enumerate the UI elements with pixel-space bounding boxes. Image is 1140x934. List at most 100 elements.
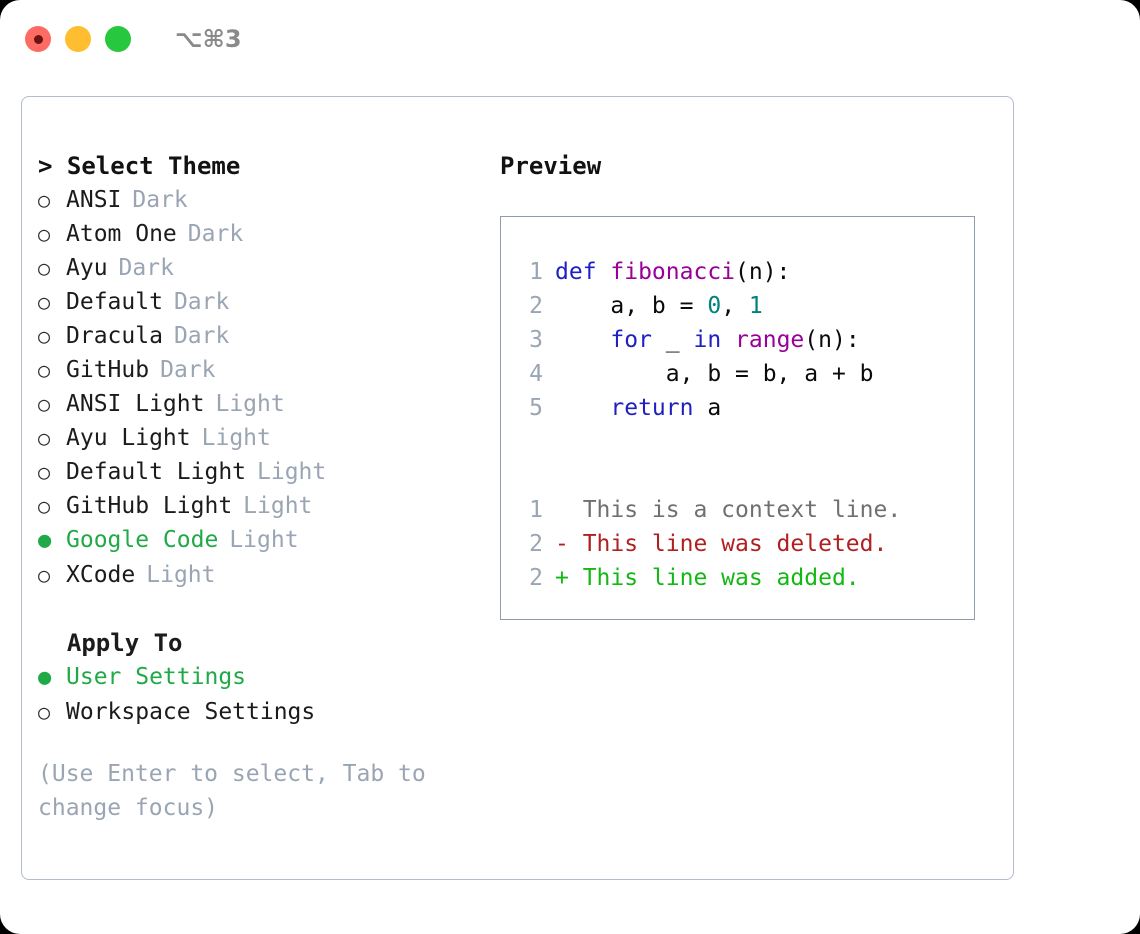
theme-option-label: ANSI — [66, 187, 122, 213]
theme-option-label: Atom One — [66, 221, 177, 247]
theme-option-ayu[interactable]: ○ Ayu Dark — [38, 251, 468, 285]
diff-line-text: - This line was deleted. — [555, 531, 888, 557]
line-number: 2 — [529, 293, 543, 319]
theme-option-github-light[interactable]: ○ GitHub Light Light — [38, 489, 468, 523]
theme-option-label: GitHub Light — [66, 493, 233, 519]
code-token-plain — [555, 395, 610, 421]
theme-option-tag: Dark — [173, 289, 230, 315]
theme-option-tag: Light — [243, 493, 313, 519]
theme-option-dracula[interactable]: ○ Dracula Dark — [38, 319, 468, 353]
line-number: 4 — [529, 361, 543, 387]
keyboard-shortcut-label: ⌥⌘3 — [175, 25, 242, 53]
theme-option-ansi[interactable]: ○ ANSI Dark — [38, 183, 468, 217]
code-token-keyword: for — [610, 327, 652, 353]
apply-to-heading: Apply To — [38, 629, 183, 657]
traffic-lights — [25, 26, 131, 52]
diff-line-text: This is a context line. — [555, 497, 902, 523]
apply-option-workspace-settings[interactable]: ○ Workspace Settings — [38, 695, 468, 729]
radio-unselected-icon: ○ — [38, 426, 51, 450]
theme-option-github[interactable]: ○ GitHub Dark — [38, 353, 468, 387]
theme-option-xcode[interactable]: ○ XCode Light — [38, 558, 468, 592]
line-number: 1 — [529, 497, 543, 523]
code-token-plain: a — [693, 395, 722, 421]
content-panel: > Select Theme ○ ANSI Dark ○ Atom One Da… — [21, 96, 1014, 880]
code-line: 5 return a — [515, 391, 974, 425]
code-line: 1 def fibonacci(n): — [515, 255, 974, 289]
theme-option-label: Dracula — [66, 323, 163, 349]
theme-option-tag: Dark — [132, 187, 188, 213]
theme-option-label: GitHub — [66, 357, 150, 383]
theme-option-label: Google Code — [66, 527, 219, 553]
code-token-plain — [721, 327, 735, 353]
code-line: 3 for _ in range(n): — [515, 323, 974, 357]
apply-option-label: User Settings — [66, 664, 247, 690]
radio-unselected-icon: ○ — [38, 358, 51, 382]
code-token-plain: _ — [651, 327, 694, 353]
code-token-function: fibonacci — [610, 259, 736, 285]
line-number: 2 — [529, 531, 543, 557]
preview-column: Preview 1 def fibonacci(n): 2 a, b = 0, … — [500, 149, 990, 620]
theme-option-default-light[interactable]: ○ Default Light Light — [38, 455, 468, 489]
theme-option-tag: Light — [257, 459, 327, 485]
theme-option-ayu-light[interactable]: ○ Ayu Light Light — [38, 421, 468, 455]
radio-unselected-icon: ○ — [38, 700, 51, 724]
radio-unselected-icon: ○ — [38, 188, 51, 212]
theme-option-label: XCode — [66, 562, 136, 588]
theme-option-tag: Light — [201, 425, 271, 451]
code-line: 2 a, b = 0, 1 — [515, 289, 974, 323]
theme-option-label: ANSI Light — [66, 391, 205, 417]
apply-option-label: Workspace Settings — [66, 699, 316, 725]
preview-heading: Preview — [500, 152, 602, 180]
theme-selector-column: > Select Theme ○ ANSI Dark ○ Atom One Da… — [38, 149, 468, 729]
minimize-button[interactable] — [65, 26, 91, 52]
close-button[interactable] — [25, 26, 51, 52]
radio-unselected-icon: ○ — [38, 460, 51, 484]
theme-option-list: ○ ANSI Dark ○ Atom One Dark ○ Ayu Dark — [38, 183, 468, 592]
code-blank-line — [515, 459, 974, 493]
radio-selected-icon: ● — [38, 665, 52, 690]
diff-line-text: + This line was added. — [555, 565, 860, 591]
radio-unselected-icon: ○ — [38, 324, 51, 348]
line-number: 5 — [529, 395, 543, 421]
list-spacer — [38, 592, 468, 626]
radio-unselected-icon: ○ — [38, 563, 51, 587]
radio-unselected-icon: ○ — [38, 256, 51, 280]
apply-to-option-list: ● User Settings ○ Workspace Settings — [38, 660, 468, 729]
code-token-keyword: in — [693, 327, 722, 353]
theme-option-tag: Dark — [187, 221, 244, 247]
theme-option-default[interactable]: ○ Default Dark — [38, 285, 468, 319]
code-token-plain — [555, 327, 610, 353]
maximize-button[interactable] — [105, 26, 131, 52]
code-token-plain: a, b = — [555, 293, 708, 319]
theme-option-ansi-light[interactable]: ○ ANSI Light Light — [38, 387, 468, 421]
diff-line-added: 2 + This line was added. — [515, 561, 974, 595]
theme-option-tag: Dark — [160, 357, 216, 383]
theme-option-tag: Light — [215, 391, 285, 417]
theme-option-label: Default — [66, 289, 163, 315]
apply-option-user-settings[interactable]: ● User Settings — [38, 660, 468, 695]
code-token-plain: , — [721, 293, 749, 319]
theme-option-atom-one[interactable]: ○ Atom One Dark — [38, 217, 468, 251]
radio-unselected-icon: ○ — [38, 494, 51, 518]
theme-option-tag: Dark — [173, 323, 230, 349]
radio-unselected-icon: ○ — [38, 392, 51, 416]
code-token-plain: a, b = b, a + b — [555, 361, 874, 387]
theme-option-tag: Light — [229, 527, 299, 553]
theme-option-label: Ayu Light — [66, 425, 191, 451]
radio-selected-icon: ● — [38, 528, 52, 553]
code-token-keyword: def — [555, 259, 611, 285]
code-blank-line — [515, 425, 974, 459]
code-token-function: range — [735, 327, 805, 353]
theme-option-tag: Dark — [118, 255, 174, 281]
code-line: 4 a, b = b, a + b — [515, 357, 974, 391]
select-theme-heading: > Select Theme — [38, 152, 241, 180]
line-number: 3 — [529, 327, 543, 353]
theme-option-tag: Light — [146, 562, 216, 588]
theme-option-google-code[interactable]: ● Google Code Light — [38, 523, 468, 558]
keyboard-hint-text: (Use Enter to select, Tab to change focu… — [38, 761, 440, 821]
code-token-number: 1 — [748, 293, 763, 319]
diff-line-deleted: 2 - This line was deleted. — [515, 527, 974, 561]
code-token-keyword: return — [610, 395, 694, 421]
line-number: 1 — [529, 259, 543, 285]
